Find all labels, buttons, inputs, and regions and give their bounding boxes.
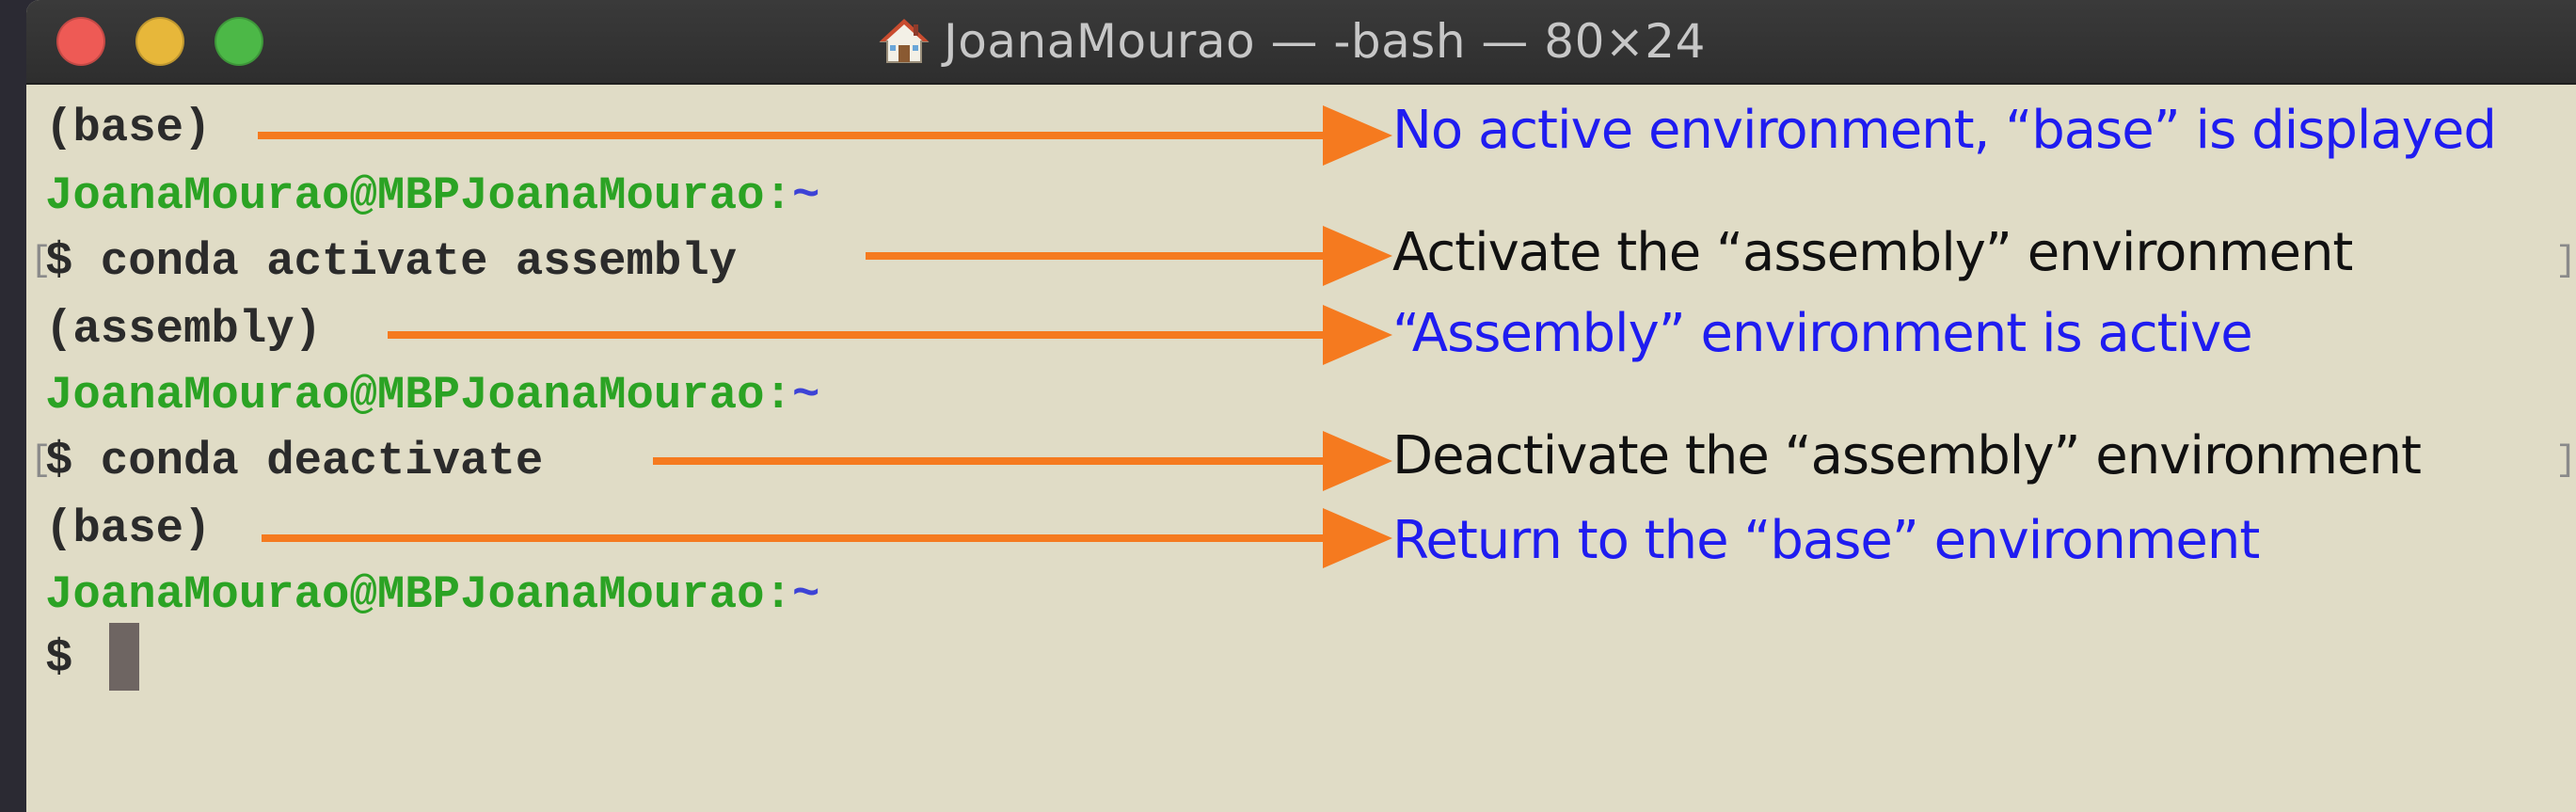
line-bracket-left: [ [30, 241, 52, 281]
terminal-prompt: JoanaMourao@MBPJoanaMourao:~ [45, 568, 819, 621]
prompt-tilde: ~ [791, 369, 820, 422]
prompt-tilde: ~ [791, 568, 820, 621]
terminal-line-command-deactivate: $ conda deactivate [45, 435, 544, 487]
prompt-user-host: JoanaMourao@MBPJoanaMourao: [45, 169, 792, 222]
line-bracket-right: ] [2555, 241, 2576, 281]
window-title-group: JoanaMourao — -bash — 80×24 [26, 0, 2567, 83]
terminal-prompt: JoanaMourao@MBPJoanaMourao:~ [45, 369, 819, 422]
annotation-return-base: Return to the “base” environment [1392, 510, 2260, 571]
title-bar[interactable]: JoanaMourao — -bash — 80×24 [26, 0, 2576, 85]
prompt-user-host: JoanaMourao@MBPJoanaMourao: [45, 568, 792, 621]
arrow-assembly-head [1323, 305, 1392, 365]
house-icon [879, 19, 930, 63]
text-cursor [109, 623, 139, 691]
terminal-prompt: JoanaMourao@MBPJoanaMourao:~ [45, 169, 819, 222]
window-title: JoanaMourao — -bash — 80×24 [944, 14, 1706, 69]
arrow-base-head [1323, 105, 1392, 166]
annotation-no-active-env: No active environment, “base” is display… [1392, 100, 2497, 161]
arrow-activate-head [1323, 226, 1392, 286]
line-bracket-left: [ [30, 440, 52, 481]
annotation-deactivate: Deactivate the “assembly” environment [1392, 425, 2422, 486]
terminal-line-env-base: (base) [45, 102, 212, 154]
terminal-line-env-assembly: (assembly) [45, 303, 323, 356]
annotation-arrows [258, 105, 1392, 568]
minimize-button[interactable] [135, 17, 184, 66]
terminal-line-command-activate: $ conda activate assembly [45, 235, 738, 288]
arrow-return-head [1323, 508, 1392, 568]
zoom-button[interactable] [215, 17, 263, 66]
line-bracket-right: ] [2555, 440, 2576, 481]
terminal-input-prompt[interactable]: $ [45, 632, 73, 685]
annotation-assembly-active: “Assembly” environment is active [1392, 303, 2253, 364]
terminal-line-env-base: (base) [45, 502, 212, 555]
prompt-tilde: ~ [791, 169, 820, 222]
arrow-deactivate-head [1323, 431, 1392, 491]
terminal-window: JoanaMourao — -bash — 80×24 (base) Joana… [26, 0, 2576, 812]
prompt-user-host: JoanaMourao@MBPJoanaMourao: [45, 369, 792, 422]
close-button[interactable] [56, 17, 105, 66]
annotation-activate: Activate the “assembly” environment [1392, 222, 2353, 283]
